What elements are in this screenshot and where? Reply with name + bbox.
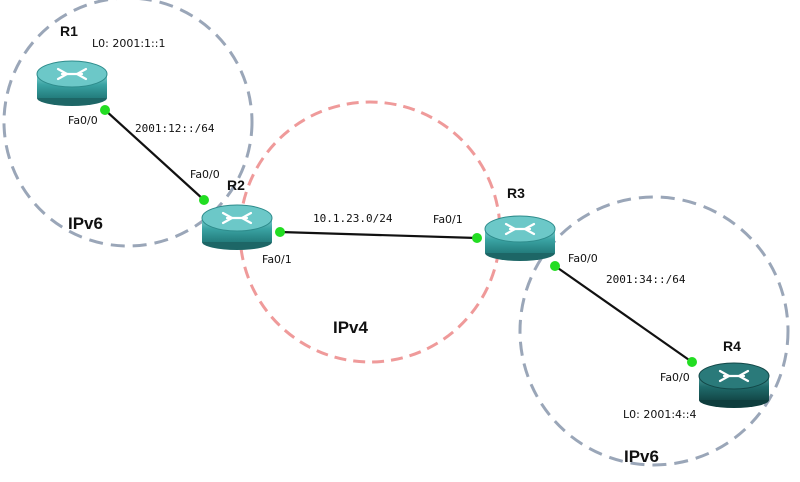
loopback-r4: L0: 2001:4::4 [623, 408, 696, 421]
interface-label-r2-fa01: Fa0/1 [262, 253, 292, 266]
router-r2[interactable] [201, 204, 273, 250]
port-dot-r3-fa01[interactable] [472, 233, 482, 243]
link-r1-r2 [104, 109, 205, 201]
network-label-r3-r4: 2001:34::/64 [606, 273, 686, 286]
interface-label-r2-fa00: Fa0/0 [190, 168, 220, 181]
network-label-r2-r3: 10.1.23.0/24 [313, 212, 393, 225]
router-icon [718, 369, 750, 383]
router-r4[interactable] [698, 362, 770, 408]
port-dot-r1-fa00[interactable] [100, 105, 110, 115]
router-icon [504, 222, 536, 236]
port-dot-r2-fa01[interactable] [275, 227, 285, 237]
port-dot-r2-fa00[interactable] [199, 195, 209, 205]
router-r3[interactable] [484, 215, 556, 261]
zone-label-ipv6-right: IPv6 [624, 447, 659, 466]
network-label-r1-r2: 2001:12::/64 [135, 122, 215, 135]
ipv6-zone-right [518, 195, 790, 467]
interface-label-r3-fa00: Fa0/0 [568, 252, 598, 265]
router-r1[interactable] [36, 60, 108, 106]
interface-label-r3-fa01: Fa0/1 [433, 213, 463, 226]
ipv6-zone-left [2, 0, 254, 248]
zone-label-ipv4: IPv4 [333, 318, 369, 337]
link-r3-r4 [554, 265, 693, 363]
router-name-r2: R2 [227, 177, 245, 193]
router-name-r3: R3 [507, 185, 525, 201]
port-dot-r4-fa00[interactable] [687, 357, 697, 367]
link-r2-r3 [279, 230, 478, 240]
router-icon [56, 67, 88, 81]
interface-label-r4-fa00: Fa0/0 [660, 371, 690, 384]
router-icon [221, 211, 253, 225]
interface-label-r1-fa00: Fa0/0 [68, 114, 98, 127]
port-dot-r3-fa00[interactable] [550, 261, 560, 271]
loopback-r1: L0: 2001:1::1 [92, 37, 165, 50]
router-name-r4: R4 [723, 338, 741, 354]
router-name-r1: R1 [60, 23, 78, 39]
zone-label-ipv6-left: IPv6 [68, 214, 103, 233]
